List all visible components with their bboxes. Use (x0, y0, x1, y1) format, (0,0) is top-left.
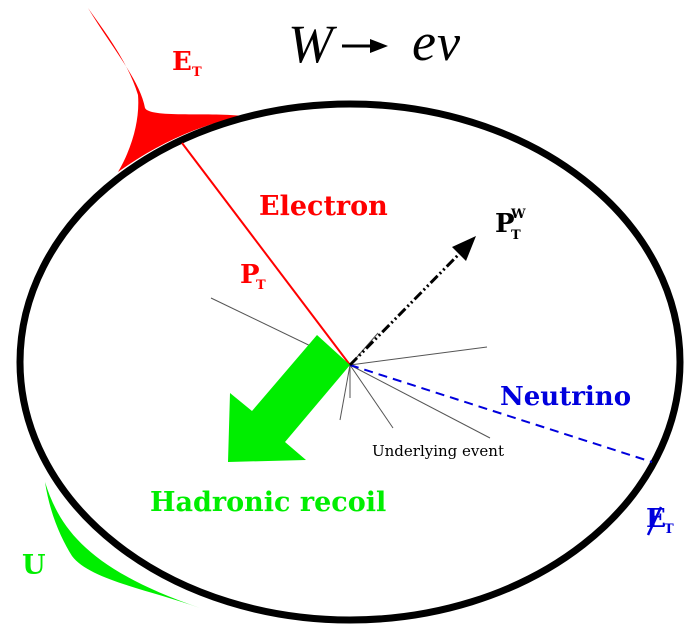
detector-outline (16, 100, 684, 624)
title-nu: ν (437, 15, 461, 72)
hadronic-recoil-arrow (228, 335, 350, 462)
title-e: e (412, 12, 436, 72)
label-et: E T (172, 47, 202, 80)
electron-energy-deposit (88, 8, 243, 172)
title-arrow-head (370, 39, 388, 53)
label-pt-w: P T W (495, 207, 526, 243)
neutrino-track (349, 364, 653, 463)
label-met-sub: T (664, 522, 674, 537)
w-pt-arrowhead (452, 236, 476, 261)
label-pt-main: P (240, 260, 260, 290)
label-pt-electron: P T (240, 260, 266, 293)
label-hadronic-recoil: Hadronic recoil (150, 487, 386, 518)
label-et-main: E (172, 47, 192, 77)
label-underlying-event: Underlying event (372, 442, 504, 460)
label-u: U (22, 550, 46, 581)
label-ptw-main: P (495, 209, 515, 239)
label-et-sub: T (192, 65, 202, 80)
label-pt-sub: T (256, 278, 266, 293)
label-ptw-sup: W (510, 207, 526, 222)
label-neutrino: Neutrino (500, 382, 631, 412)
electron-track (181, 142, 351, 366)
diagram-title: W e ν (288, 12, 461, 74)
title-w: W (288, 14, 338, 74)
label-electron: Electron (259, 191, 388, 222)
w-pt-vector (348, 248, 465, 367)
recoil-energy-deposit (45, 482, 200, 608)
label-ptw-sub: T (511, 228, 521, 243)
label-met-slash (646, 506, 663, 536)
label-missing-et: E T (646, 504, 674, 537)
